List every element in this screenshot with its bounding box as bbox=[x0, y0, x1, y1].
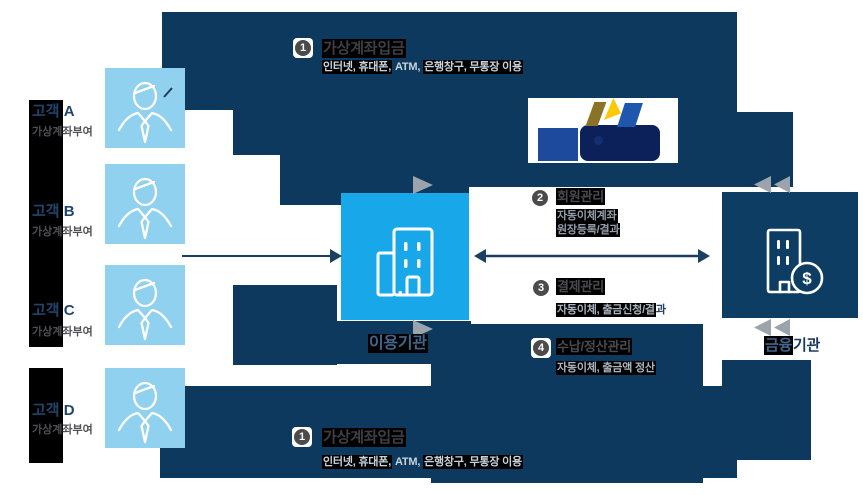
customer-b-note: 가상계좌부여 bbox=[32, 226, 93, 238]
customer-d-note: 가상계좌부여 bbox=[32, 424, 93, 436]
building-icon bbox=[376, 227, 434, 297]
gray-arrow-left-icon bbox=[754, 176, 771, 193]
step2-subtext-line2: 원장등록/결과 bbox=[556, 223, 621, 237]
bank-label-rest: 기관 bbox=[793, 337, 821, 354]
svg-text:$: $ bbox=[802, 269, 812, 288]
bank-building-icon: $ bbox=[766, 228, 824, 295]
bank-box: $ bbox=[722, 192, 858, 318]
bank-label-highlight: 금융 bbox=[764, 336, 794, 355]
customer-a-box bbox=[105, 68, 185, 148]
customer-a-note: 가상계좌부여 bbox=[32, 126, 93, 138]
logo-wordmark bbox=[580, 125, 660, 161]
step1-subtext: 인터넷, 휴대폰, ATM, 은행창구, 무통장 이용 bbox=[322, 60, 523, 74]
customer-c-note: 가상계좌부여 bbox=[32, 326, 93, 338]
step3-badge: 3 bbox=[531, 278, 551, 298]
step2-title: 회원관리 bbox=[556, 188, 606, 205]
step1-badge: 1 bbox=[293, 38, 313, 58]
step4-title: 수납/정산관리 bbox=[556, 338, 632, 355]
step1-bottom-badge: 1 bbox=[292, 427, 312, 447]
step3-subtext: 자동이체, 출금신청/결과 bbox=[556, 303, 666, 317]
step3-title: 결제관리 bbox=[556, 278, 606, 295]
center-institution-box bbox=[341, 193, 469, 320]
step1-bottom-title: 가상계좌입금 bbox=[322, 428, 406, 447]
person-icon bbox=[117, 381, 173, 444]
customer-a-label: 고객 A bbox=[32, 103, 75, 120]
step2-subtext-line1: 자동이체계좌 bbox=[556, 209, 618, 223]
person-icon bbox=[117, 177, 173, 240]
black-bar bbox=[29, 100, 63, 347]
step2-badge: 2 bbox=[530, 188, 550, 208]
step4-subtext: 자동이체, 출금액 정산 bbox=[556, 361, 656, 375]
black-bar bbox=[29, 368, 63, 463]
gray-arrow-left-icon bbox=[754, 319, 771, 336]
dollar-icon: $ bbox=[790, 261, 824, 295]
overlay-rect bbox=[722, 360, 811, 460]
customer-b-label: 고객 B bbox=[32, 203, 75, 220]
overlay-rect bbox=[737, 112, 793, 187]
person-icon bbox=[117, 278, 173, 341]
gray-arrow-left-icon bbox=[774, 319, 790, 336]
customers-to-center-arrow bbox=[163, 87, 342, 263]
partner-logo bbox=[528, 98, 678, 163]
customer-b-box bbox=[105, 164, 185, 244]
customer-d-box bbox=[105, 368, 185, 448]
logo-blue-square bbox=[538, 128, 578, 161]
gray-arrow-left-icon bbox=[774, 176, 790, 193]
customer-d-label: 고객 D bbox=[32, 402, 75, 419]
bank-label: 금융기관 bbox=[764, 336, 821, 355]
step1-title: 가상계좌입금 bbox=[322, 39, 406, 58]
gray-arrow-right-icon bbox=[413, 176, 433, 194]
step4-badge: 4 bbox=[531, 338, 551, 358]
center-bank-double-arrow bbox=[474, 249, 710, 263]
gray-arrow-right-icon bbox=[413, 320, 433, 338]
customer-c-label: 고객 C bbox=[32, 302, 75, 319]
step1-bottom-subtext: 인터넷, 휴대폰, ATM, 은행창구, 무통장 이용 bbox=[322, 455, 523, 469]
logo-letter-hole bbox=[594, 136, 603, 145]
person-icon bbox=[117, 81, 173, 144]
center-institution-label: 이용기관 bbox=[368, 334, 428, 353]
overlay-rect bbox=[233, 285, 337, 365]
customer-c-box bbox=[105, 265, 185, 345]
